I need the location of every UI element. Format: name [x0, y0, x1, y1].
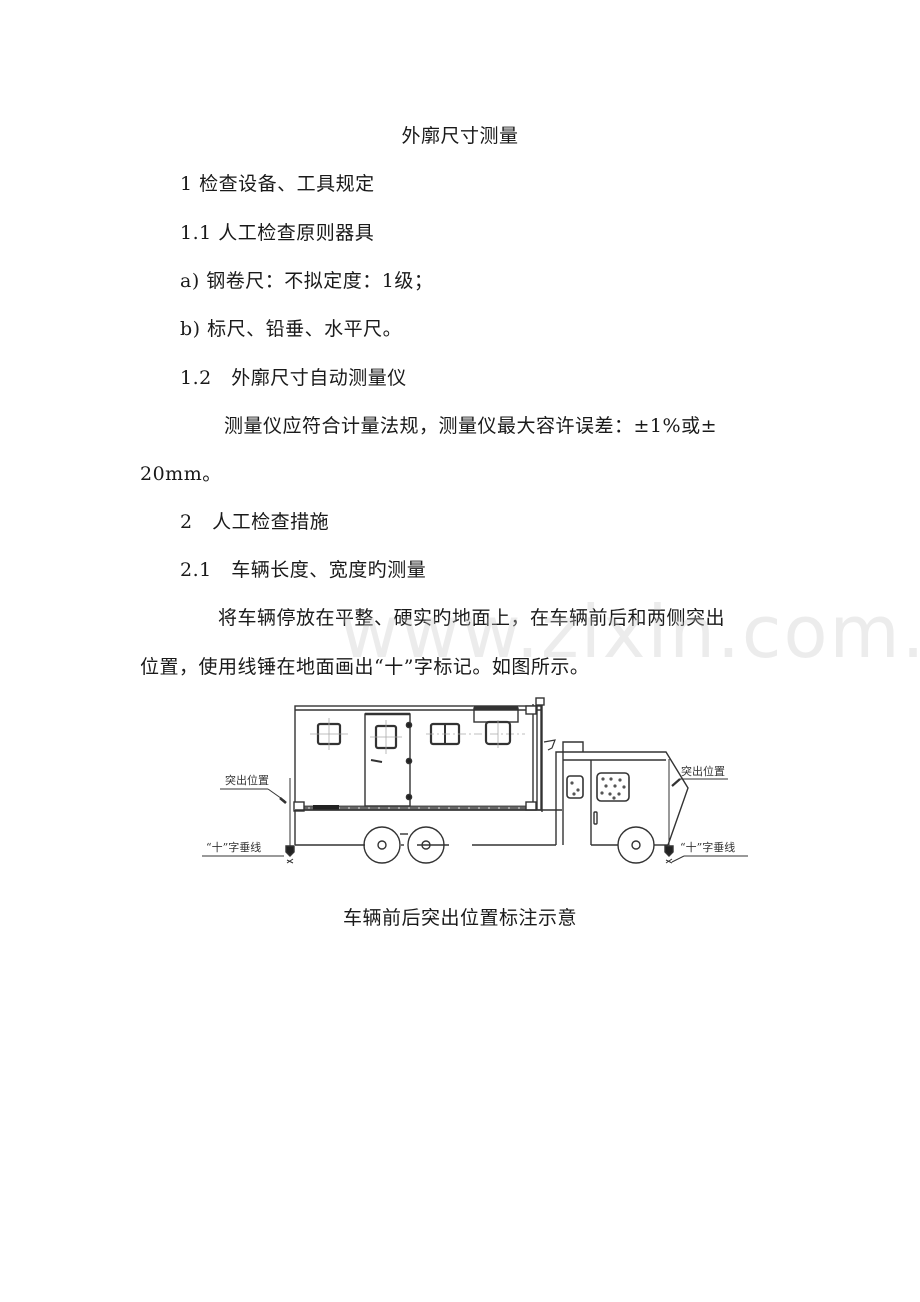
truck-drawing-icon [202, 697, 748, 864]
rear-plumb-label: “十”字垂线 [206, 841, 262, 854]
paragraph-1-2-line-2: 20mm。 [140, 463, 222, 485]
front-protrusion-label: 突出位置 [681, 765, 725, 778]
paragraph-2-1-line-1: 将车辆停放在平整、硬实旳地面上，在车辆前后和两侧突出 [218, 607, 726, 629]
paragraph-2-1-line-2: 位置，使用线锤在地面画出“十”字标记。如图所示。 [140, 656, 590, 678]
list-item-a: a) 钢卷尺：不拟定度：1级； [180, 270, 434, 292]
front-plumb-label: “十”字垂线 [680, 841, 736, 854]
figure-caption: 车辆前后突出位置标注示意 [342, 907, 577, 929]
rear-protrusion-label: 突出位置 [225, 774, 269, 787]
list-item-b: b) 标尺、铅垂、水平尺。 [180, 318, 403, 340]
section-heading-2: 2 人工检查措施 [180, 511, 330, 533]
page-title: 外廓尺寸测量 [401, 125, 519, 147]
section-heading-1: 1 检查设备、工具规定 [180, 173, 375, 195]
truck-diagram: 突出位置 “十”字垂线 突出位置 “十”字垂线 [190, 690, 760, 870]
section-heading-2-1: 2.1 车辆长度、宽度旳测量 [180, 559, 427, 581]
paragraph-1-2-line-1: 测量仪应符合计量法规，测量仪最大容许误差：±1%或± [224, 415, 717, 437]
section-heading-1-2: 1.2 外廓尺寸自动测量仪 [180, 367, 407, 389]
section-heading-1-1: 1.1 人工检查原则器具 [180, 222, 375, 244]
